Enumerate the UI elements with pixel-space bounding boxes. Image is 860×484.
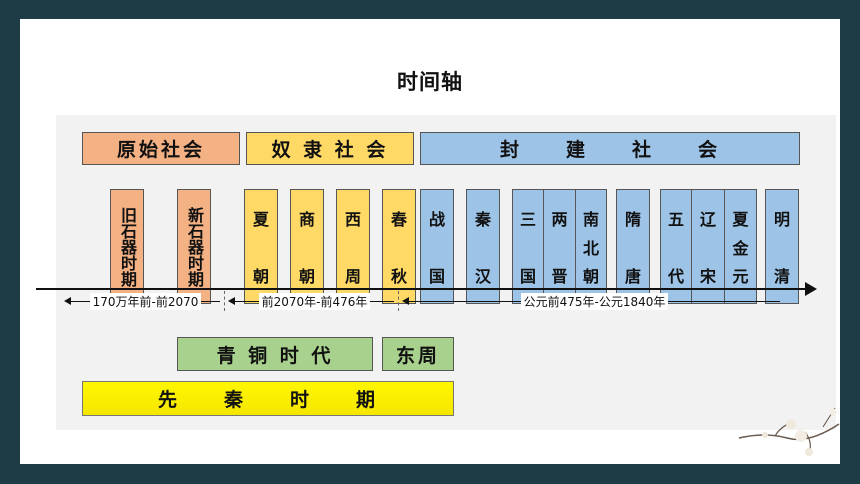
period-shang-char-2: 朝 [298, 267, 315, 286]
arrow-left-icon [228, 297, 235, 305]
range-prehistory: 170万年前-前2070 [64, 292, 220, 310]
period-shang: 商 朝 [290, 189, 324, 304]
period-three-kingdoms: 三 国 [512, 189, 544, 304]
eastern-zhou-bar: 东周 [382, 337, 454, 371]
period-ming-qing-char-1: 明 [773, 210, 790, 229]
period-three-kingdoms-char-1: 三 [519, 210, 536, 229]
period-liao-song: 辽 宋 [691, 189, 725, 304]
range-slave-label: 前2070年-前476年 [258, 292, 371, 310]
period-spring-autumn: 春 秋 [382, 189, 416, 304]
period-warring-states-char-1: 战 [428, 210, 445, 229]
period-warring-states-char-2: 国 [428, 267, 445, 286]
period-xia-jin-yuan: 夏 金 元 [724, 189, 757, 304]
period-shang-char-1: 商 [298, 210, 315, 229]
period-southern-northern-char-3: 朝 [582, 267, 599, 286]
period-southern-northern-char-1: 南 [582, 210, 599, 229]
period-paleolithic-label: 旧石器时期 [118, 206, 137, 287]
period-jin-char-2: 晋 [551, 267, 568, 286]
period-five-dynasties-char-2: 代 [667, 267, 684, 286]
arrow-left-icon [64, 297, 71, 305]
period-southern-northern-char-2: 北 [582, 238, 599, 258]
period-qin-han: 秦 汉 [466, 189, 500, 304]
period-qin-han-char-2: 汉 [474, 267, 491, 286]
arrow-left-icon [402, 297, 409, 305]
period-jin-char-1: 两 [551, 210, 568, 229]
period-five-dynasties-char-1: 五 [667, 210, 684, 229]
period-ming-qing: 明 清 [765, 189, 799, 304]
period-xia-jin-yuan-char-2: 金 [732, 238, 749, 258]
era-slave-society: 奴 隶 社 会 [246, 132, 414, 165]
timeline-arrow-icon [805, 282, 817, 296]
period-sui-tang-char-2: 唐 [624, 267, 641, 286]
period-three-kingdoms-char-2: 国 [519, 267, 536, 286]
period-xia-char-2: 朝 [252, 267, 269, 286]
slide-title: 时间轴 [397, 70, 463, 94]
period-five-dynasties: 五 代 [660, 189, 692, 304]
axis-tick [398, 291, 399, 311]
period-jin: 两 晋 [543, 189, 576, 304]
period-sui-tang: 隋 唐 [616, 189, 650, 304]
bronze-age-bar: 青 铜 时 代 [177, 337, 373, 371]
era-primitive-society: 原始社会 [82, 132, 240, 165]
range-feudal-label: 公元前475年-公元1840年 [520, 292, 669, 310]
period-western-zhou-char-2: 周 [344, 267, 361, 286]
range-prehistory-label: 170万年前-前2070 [89, 292, 202, 310]
timeline-axis [36, 288, 806, 290]
period-paleolithic: 旧石器时期 [110, 189, 144, 304]
period-xia-jin-yuan-char-1: 夏 [732, 210, 749, 229]
pre-qin-period-bar: 先 秦 时 期 [82, 381, 454, 416]
period-xia-jin-yuan-char-3: 元 [732, 267, 749, 286]
period-warring-states: 战 国 [420, 189, 454, 304]
period-western-zhou-char-1: 西 [344, 210, 361, 229]
range-feudal: 公元前475年-公元1840年 [402, 292, 780, 310]
period-sui-tang-char-1: 隋 [624, 210, 641, 229]
period-neolithic: 新石器时期 [177, 189, 211, 304]
plum-branch-icon [738, 407, 840, 456]
period-qin-han-char-1: 秦 [474, 210, 491, 229]
axis-tick [224, 291, 225, 311]
period-liao-song-char-2: 宋 [699, 267, 716, 286]
period-ming-qing-char-2: 清 [773, 267, 790, 286]
period-spring-autumn-char-2: 秋 [390, 267, 407, 286]
period-neolithic-label: 新石器时期 [185, 206, 204, 287]
period-liao-song-char-1: 辽 [699, 210, 716, 229]
range-slave: 前2070年-前476年 [228, 292, 394, 310]
period-spring-autumn-char-1: 春 [390, 210, 407, 229]
slide-card: 时间轴 原始社会 奴 隶 社 会 封 建 社 会 旧石器时期 新石器时期 夏 朝… [20, 19, 840, 464]
period-western-zhou: 西 周 [336, 189, 370, 304]
period-xia-char-1: 夏 [252, 210, 269, 229]
period-southern-northern: 南 北 朝 [575, 189, 607, 304]
era-feudal-society: 封 建 社 会 [420, 132, 800, 165]
period-xia: 夏 朝 [244, 189, 278, 304]
timeline-panel: 原始社会 奴 隶 社 会 封 建 社 会 旧石器时期 新石器时期 夏 朝 商 朝… [56, 115, 836, 430]
